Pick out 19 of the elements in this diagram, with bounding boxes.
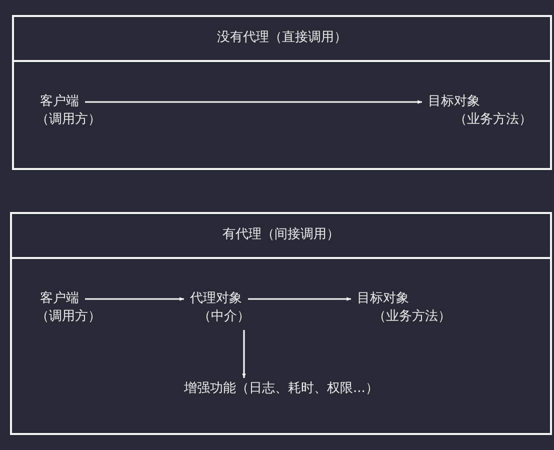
- node-label: 增强功能（日志、耗时、权限...）: [184, 380, 378, 398]
- node-sublabel: （业务方法）: [454, 111, 532, 129]
- arrow: [248, 297, 351, 301]
- arrow: [85, 297, 184, 301]
- node-label: 目标对象: [357, 290, 409, 308]
- panel-title: 没有代理（直接调用）: [216, 29, 348, 47]
- panel-frame: [12, 15, 552, 170]
- panel-title: 有代理（间接调用）: [222, 226, 340, 244]
- node-sublabel: （业务方法）: [373, 308, 451, 326]
- node-label: 代理对象: [190, 290, 242, 308]
- arrow: [85, 100, 422, 104]
- node-label: 目标对象: [428, 93, 480, 111]
- node-label: 客户端: [40, 290, 79, 308]
- panel-frame: [10, 212, 552, 435]
- node-sublabel: （调用方）: [36, 308, 101, 326]
- node-sublabel: （调用方）: [36, 111, 101, 129]
- node-label: 客户端: [40, 93, 79, 111]
- arrow: [242, 330, 246, 378]
- node-sublabel: （中介）: [198, 308, 250, 326]
